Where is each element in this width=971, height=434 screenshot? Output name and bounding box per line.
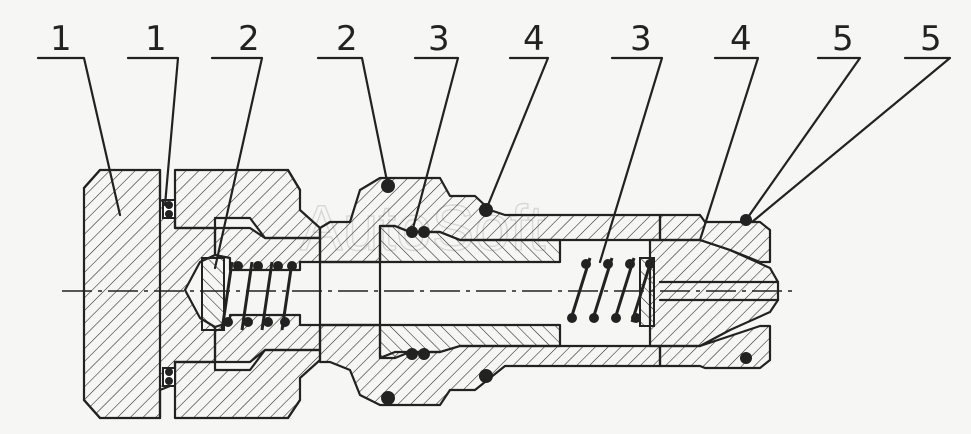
left-spring — [201, 257, 297, 331]
callout-label-2a: 2 — [238, 19, 260, 59]
callout-label-3b: 3 — [630, 19, 652, 59]
callout-label-2b: 2 — [336, 19, 358, 59]
bore-chamber-left — [318, 260, 382, 327]
callout-label-1b: 1 — [145, 19, 167, 59]
chamfer-lines — [82, 168, 302, 420]
outer-sleeve-upper — [658, 213, 772, 264]
nozzle-outlet — [658, 280, 780, 302]
callout-label-4a: 4 — [523, 19, 545, 59]
callout-label-5a: 5 — [832, 19, 854, 59]
callout-label-4b: 4 — [730, 19, 752, 59]
callout-label-5b: 5 — [920, 19, 942, 59]
right-spring — [567, 257, 655, 327]
callout-label-1a: 1 — [50, 19, 72, 59]
callout-leaders — [36, 56, 952, 270]
callout-label-3a: 3 — [428, 19, 450, 59]
